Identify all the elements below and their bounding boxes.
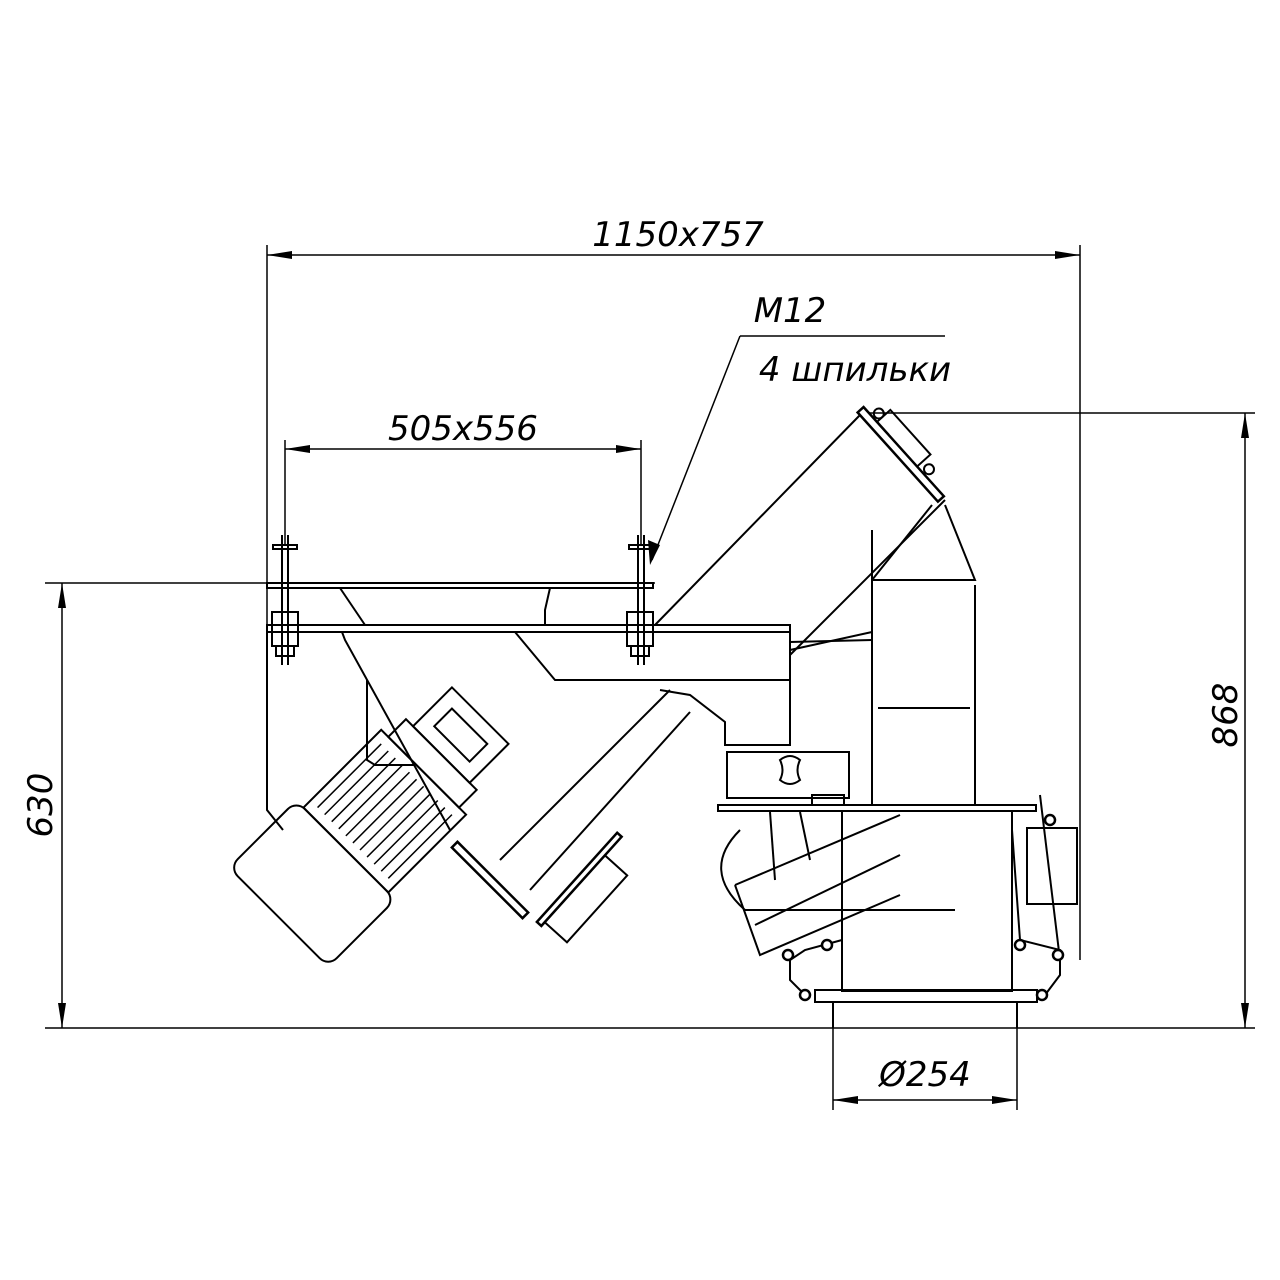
stud-count-label: 4 шпильки	[759, 350, 951, 390]
stud-size-label: M12	[754, 291, 827, 331]
dimension-label-overall: 1150x757	[592, 215, 764, 255]
dimension-label-flange: 505x556	[388, 409, 538, 449]
stud-right	[626, 535, 654, 665]
dimension-label-diameter: Ø254	[877, 1055, 971, 1095]
dimension-label-630: 630	[21, 773, 61, 838]
leader-studs: M12 4 шпильки	[648, 291, 951, 565]
top-flange	[855, 405, 946, 504]
dimension-height-right: 868	[860, 412, 1255, 1028]
bracket	[535, 830, 629, 944]
stud-left	[271, 535, 299, 665]
motor	[233, 685, 510, 963]
drive-flange	[450, 840, 530, 920]
dimension-overall: 1150x757	[266, 215, 1081, 960]
dimension-outlet: Ø254	[832, 1020, 1018, 1110]
dimension-flange: 505x556	[284, 409, 642, 545]
dimension-label-868: 868	[1206, 683, 1246, 748]
machine-drawing	[233, 405, 1078, 1028]
